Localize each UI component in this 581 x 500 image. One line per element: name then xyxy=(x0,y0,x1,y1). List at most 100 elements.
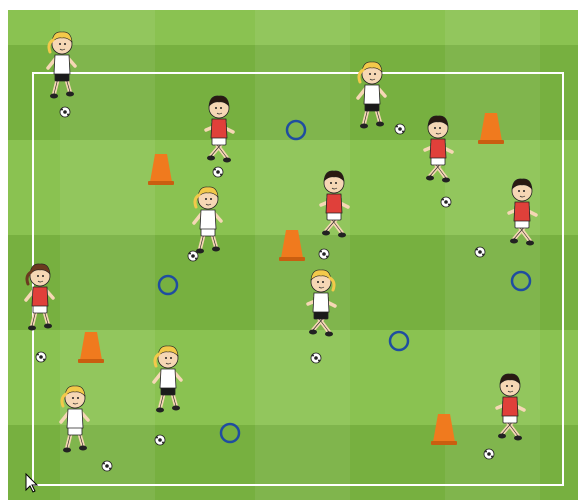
ball-patch xyxy=(314,356,318,360)
player-shoe xyxy=(322,231,330,236)
player-shoe xyxy=(172,406,180,411)
player-eye xyxy=(439,127,441,129)
player-shoe xyxy=(50,94,58,99)
ball-patch xyxy=(158,438,162,442)
player-eye xyxy=(210,198,212,200)
soccer-ball-icon xyxy=(395,124,405,134)
soccer-ball-icon xyxy=(60,107,70,117)
player-eye xyxy=(215,107,217,109)
ball-patch xyxy=(402,131,404,133)
ball-patch xyxy=(191,254,195,258)
player-shoe xyxy=(325,332,333,337)
player-shoe xyxy=(442,178,450,183)
player-shirt xyxy=(200,210,216,229)
player-eye xyxy=(511,385,513,387)
player-shoe xyxy=(426,176,434,181)
soccer-ball-icon xyxy=(155,435,165,445)
ball-patch xyxy=(442,199,444,201)
cone-base xyxy=(78,359,104,363)
player-shoe xyxy=(514,436,522,441)
player-eye xyxy=(374,73,376,75)
player-eye xyxy=(330,182,332,184)
player-eye xyxy=(518,190,520,192)
cone-base xyxy=(478,140,504,144)
player-eye xyxy=(220,107,222,109)
ball-patch xyxy=(487,452,491,456)
soccer-ball-icon xyxy=(213,167,223,177)
ball-patch xyxy=(318,360,320,362)
player-shirt xyxy=(313,293,329,312)
player-shoe xyxy=(66,92,74,97)
player-shoe xyxy=(338,233,346,238)
ball-patch xyxy=(61,109,63,111)
grass-band-v xyxy=(255,10,350,500)
ball-patch xyxy=(67,114,69,116)
ball-patch xyxy=(322,252,326,256)
cone-base xyxy=(279,257,305,261)
ball-patch xyxy=(478,250,482,254)
ball-patch xyxy=(63,110,67,114)
player-shirt xyxy=(211,119,227,138)
grass-band-v xyxy=(445,10,540,500)
player-shoe xyxy=(309,330,317,335)
soccer-ball-icon xyxy=(475,247,485,257)
player-eye xyxy=(317,281,319,283)
ball-patch xyxy=(396,126,398,128)
soccer-ball-icon xyxy=(102,461,112,471)
ball-patch xyxy=(156,437,158,439)
player-shoe xyxy=(28,326,36,331)
ball-patch xyxy=(109,468,111,470)
player-eye xyxy=(170,357,172,359)
soccer-ball-icon xyxy=(484,449,494,459)
player-eye xyxy=(369,73,371,75)
player-shirt xyxy=(54,55,70,74)
ball-patch xyxy=(105,464,109,468)
player-shoe xyxy=(376,122,384,127)
player-shoe xyxy=(207,156,215,161)
ball-patch xyxy=(39,355,43,359)
ball-patch xyxy=(162,442,164,444)
ball-patch xyxy=(320,251,322,253)
player-shoe xyxy=(360,124,368,129)
player-eye xyxy=(42,275,44,277)
player-eye xyxy=(434,127,436,129)
ball-patch xyxy=(476,249,478,251)
player-shoe xyxy=(526,241,534,246)
ball-patch xyxy=(482,254,484,256)
soccer-ball-icon xyxy=(188,251,198,261)
ball-patch xyxy=(37,354,39,356)
ball-patch xyxy=(485,451,487,453)
player-shoe xyxy=(498,434,506,439)
player-shoe xyxy=(156,408,164,413)
player-eye xyxy=(64,43,66,45)
player-shoe xyxy=(510,239,518,244)
player-shirt xyxy=(514,202,530,221)
ball-patch xyxy=(220,174,222,176)
player-shoe xyxy=(63,448,71,453)
player-eye xyxy=(322,281,324,283)
cone-base xyxy=(148,181,174,185)
ball-patch xyxy=(103,463,105,465)
soccer-ball-icon xyxy=(319,249,329,259)
soccer-ball-icon xyxy=(311,353,321,363)
soccer-ball-icon xyxy=(36,352,46,362)
ball-patch xyxy=(312,355,314,357)
player-shoe xyxy=(212,247,220,252)
ball-patch xyxy=(491,456,493,458)
player-shoe xyxy=(44,324,52,329)
ball-patch xyxy=(398,127,402,131)
player-shirt xyxy=(502,397,518,416)
cone-base xyxy=(431,441,457,445)
ball-patch xyxy=(448,204,450,206)
player-eye xyxy=(335,182,337,184)
ball-patch xyxy=(189,253,191,255)
player-eye xyxy=(523,190,525,192)
soccer-ball-icon xyxy=(441,197,451,207)
player-eye xyxy=(37,275,39,277)
ball-patch xyxy=(444,200,448,204)
player-shoe xyxy=(79,446,87,451)
player-shirt xyxy=(32,287,48,306)
player-shirt xyxy=(326,194,342,213)
ball-patch xyxy=(326,256,328,258)
